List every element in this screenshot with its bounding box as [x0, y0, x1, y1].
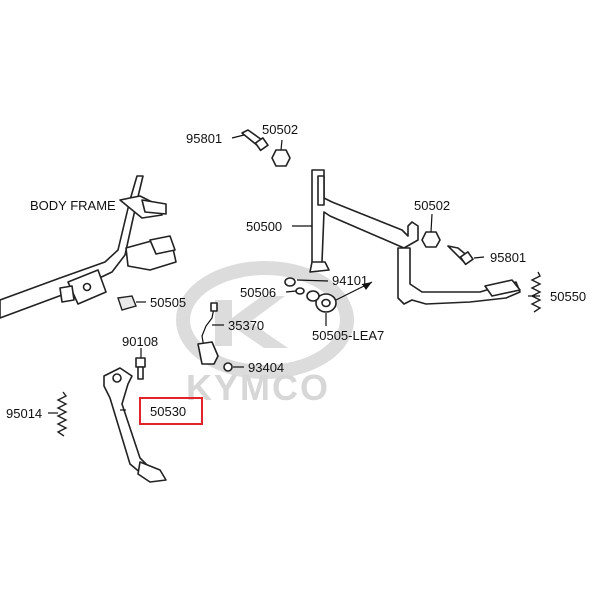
part-labels: BODY FRAME 95801 50502 50500 50502 95801… — [6, 122, 586, 421]
label-50506: 50506 — [240, 285, 276, 300]
leader-50506 — [285, 290, 297, 293]
washer-94101 — [284, 277, 296, 287]
washer-50506 — [295, 287, 305, 295]
label-50505-lea7: 50505-LEA7 — [312, 328, 384, 343]
main-stand-pivot-tab — [317, 175, 325, 206]
main-stand-left-foot — [309, 261, 330, 273]
label-50505: 50505 — [150, 295, 186, 310]
kymco-logo-ring — [176, 261, 354, 379]
bolt-95801-right-head — [459, 251, 474, 266]
main-stand — [309, 169, 521, 305]
main-stand-pedal-pad — [484, 279, 521, 297]
bolt-90108-shank — [137, 366, 144, 380]
side-stand-pivot-hole — [112, 373, 122, 383]
label-50530: 50530 — [150, 404, 186, 419]
spring-50550 — [530, 271, 542, 313]
body-frame-mount-tab — [149, 235, 176, 255]
label-50502-right: 50502 — [414, 198, 450, 213]
screw-93404 — [223, 362, 233, 372]
side-stand-foot — [137, 461, 167, 483]
side-stand-50530 — [103, 367, 151, 475]
leader-94101 — [296, 279, 329, 282]
arrow-head — [362, 282, 372, 290]
label-90108: 90108 — [122, 334, 158, 349]
label-93404: 93404 — [248, 360, 284, 375]
rubber-block-50505 — [117, 295, 137, 311]
nut-50502-top — [271, 149, 291, 167]
kymco-wordmark: KYMCO — [186, 367, 330, 408]
kymco-logo-k — [215, 296, 288, 348]
label-50500: 50500 — [246, 219, 282, 234]
bolt-90108-head — [135, 357, 146, 368]
spring-95014 — [56, 391, 68, 437]
label-body-frame: BODY FRAME — [30, 198, 116, 213]
bushing-50505-lea7-hole — [321, 298, 331, 308]
springs — [56, 271, 542, 437]
switch-35370-wire — [201, 307, 215, 349]
body-frame-clip — [141, 199, 167, 215]
body-frame-hole — [82, 282, 92, 292]
highlight-box — [139, 397, 203, 425]
body-frame-lower-tab — [59, 285, 75, 303]
leader-lines — [48, 134, 540, 414]
label-95801-right: 95801 — [490, 250, 526, 265]
leader-95801-top — [231, 134, 245, 139]
body-frame — [0, 175, 177, 319]
switch-35370-body — [197, 341, 219, 365]
leader-50502-top — [280, 139, 283, 151]
switch-35370-connector — [210, 302, 218, 312]
label-35370: 35370 — [228, 318, 264, 333]
leader-50502-right — [430, 213, 433, 233]
hardware — [117, 129, 474, 380]
side-stand — [103, 367, 167, 483]
bolt-95801-top-head — [254, 137, 269, 152]
leader-95801-right — [473, 256, 485, 259]
label-95801-top: 95801 — [186, 131, 222, 146]
label-50502-top: 50502 — [262, 122, 298, 137]
label-94101: 94101 — [332, 273, 368, 288]
label-95014: 95014 — [6, 406, 42, 421]
bushing-50505-lea7-collar — [306, 290, 320, 302]
label-50550: 50550 — [550, 289, 586, 304]
kymco-watermark: KYMCO — [176, 261, 354, 408]
side-stand-switch — [197, 302, 219, 365]
nut-50502-right — [421, 231, 441, 248]
